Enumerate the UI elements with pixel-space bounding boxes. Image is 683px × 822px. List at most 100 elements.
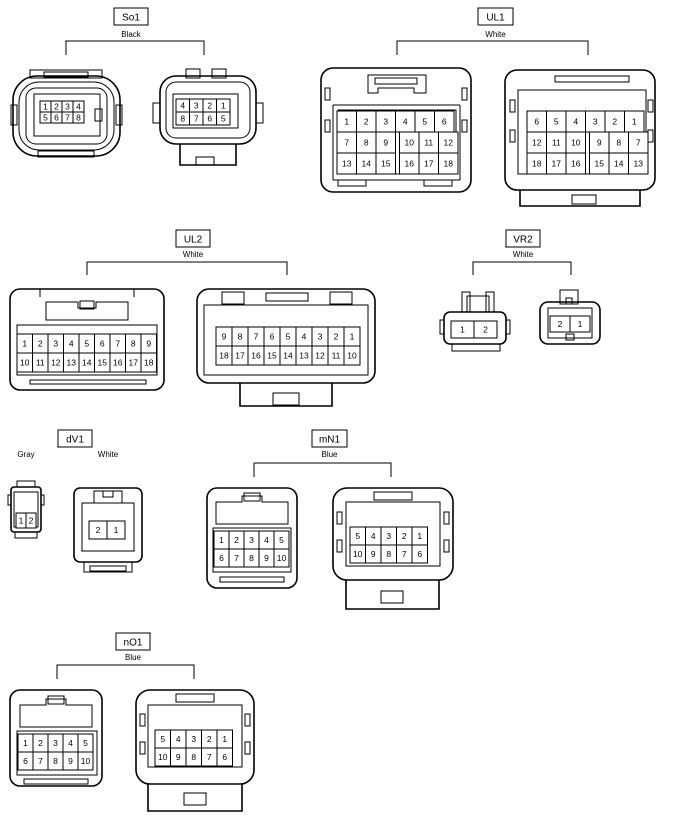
pin-number: 1 bbox=[350, 332, 355, 342]
pin-number: 6 bbox=[54, 113, 59, 123]
pin-number: 3 bbox=[53, 339, 58, 349]
pin-number: 10 bbox=[353, 549, 363, 559]
pin-number: 1 bbox=[578, 319, 583, 329]
pin-number: 14 bbox=[614, 159, 624, 169]
pin-number: 2 bbox=[483, 325, 488, 335]
pin-number: 5 bbox=[355, 531, 360, 541]
no1-label: nO1 bbox=[124, 638, 143, 649]
pin-number: 2 bbox=[207, 101, 212, 111]
pin-number: 7 bbox=[194, 114, 199, 124]
vr2-color: White bbox=[513, 250, 534, 259]
pin-number: 8 bbox=[386, 549, 391, 559]
pin-number: 12 bbox=[532, 138, 542, 148]
pin-number: 2 bbox=[38, 339, 43, 349]
pin-number: 15 bbox=[267, 351, 277, 361]
pin-number: 13 bbox=[299, 351, 309, 361]
pin-number: 8 bbox=[191, 752, 196, 762]
pin-number: 5 bbox=[554, 117, 559, 127]
pin-number: 11 bbox=[332, 351, 341, 361]
pin-number: 9 bbox=[371, 549, 376, 559]
so1-bracket bbox=[65, 40, 205, 55]
pin-number: 1 bbox=[222, 734, 227, 744]
pin-number: 8 bbox=[76, 113, 81, 123]
pin-number: 14 bbox=[362, 159, 372, 169]
pin-number: 2 bbox=[38, 738, 43, 748]
pin-number: 8 bbox=[53, 756, 58, 766]
pin-number: 10 bbox=[571, 138, 581, 148]
pin-number: 18 bbox=[219, 351, 229, 361]
ul2-label-box bbox=[175, 229, 211, 248]
so1-label: So1 bbox=[122, 13, 140, 24]
pin-cell bbox=[438, 152, 459, 175]
pin-number: 1 bbox=[43, 102, 48, 112]
ul1-label-box bbox=[477, 7, 514, 26]
pin-cell bbox=[77, 751, 94, 771]
pin-number: 10 bbox=[277, 553, 287, 563]
pin-number: 8 bbox=[616, 138, 621, 148]
mn1-label: mN1 bbox=[319, 435, 341, 446]
pin-cell bbox=[569, 315, 591, 333]
pin-number: 5 bbox=[84, 339, 89, 349]
pin-number: 1 bbox=[632, 117, 637, 127]
pin-number: 4 bbox=[69, 339, 74, 349]
pin-number: 4 bbox=[573, 117, 578, 127]
pin-number: 7 bbox=[65, 113, 70, 123]
pin-number: 3 bbox=[318, 332, 323, 342]
pin-number: 14 bbox=[283, 351, 293, 361]
ul2-bracket bbox=[86, 261, 288, 275]
pin-number: 5 bbox=[43, 113, 48, 123]
pin-number: 17 bbox=[424, 159, 434, 169]
pin-number: 6 bbox=[270, 332, 275, 342]
pin-number: 4 bbox=[264, 535, 269, 545]
pin-number: 13 bbox=[342, 159, 352, 169]
pin-number: 7 bbox=[207, 752, 212, 762]
pin-number: 9 bbox=[383, 138, 388, 148]
pin-number: 17 bbox=[129, 358, 139, 368]
pin-cell bbox=[106, 520, 126, 540]
mn1-bracket bbox=[253, 462, 392, 477]
pin-number: 3 bbox=[53, 738, 58, 748]
pin-number: 6 bbox=[417, 549, 422, 559]
pin-cell bbox=[628, 152, 649, 175]
pin-number: 12 bbox=[444, 138, 454, 148]
pin-number: 5 bbox=[221, 114, 226, 124]
pin-number: 5 bbox=[422, 117, 427, 127]
pin-number: 7 bbox=[402, 549, 407, 559]
pin-number: 12 bbox=[51, 358, 61, 368]
pin-number: 3 bbox=[386, 531, 391, 541]
pin-number: 1 bbox=[417, 531, 422, 541]
vr2-label: VR2 bbox=[513, 235, 533, 246]
pin-number: 18 bbox=[144, 358, 154, 368]
ul2-color: White bbox=[183, 250, 204, 259]
pin-cell bbox=[411, 544, 428, 564]
pin-cell bbox=[565, 152, 586, 175]
pin-cell bbox=[273, 548, 290, 568]
pin-cell bbox=[140, 352, 157, 373]
pin-number: 16 bbox=[571, 159, 581, 169]
pin-number: 1 bbox=[19, 516, 24, 526]
pin-number: 7 bbox=[636, 138, 641, 148]
pin-number: 10 bbox=[81, 756, 91, 766]
pin-number: 3 bbox=[383, 117, 388, 127]
pin-number: 2 bbox=[364, 117, 369, 127]
pin-number: 2 bbox=[207, 734, 212, 744]
pin-number: 5 bbox=[160, 734, 165, 744]
pin-number: 2 bbox=[402, 531, 407, 541]
pin-number: 5 bbox=[279, 535, 284, 545]
pin-cell bbox=[72, 111, 85, 124]
pin-number: 3 bbox=[65, 102, 70, 112]
